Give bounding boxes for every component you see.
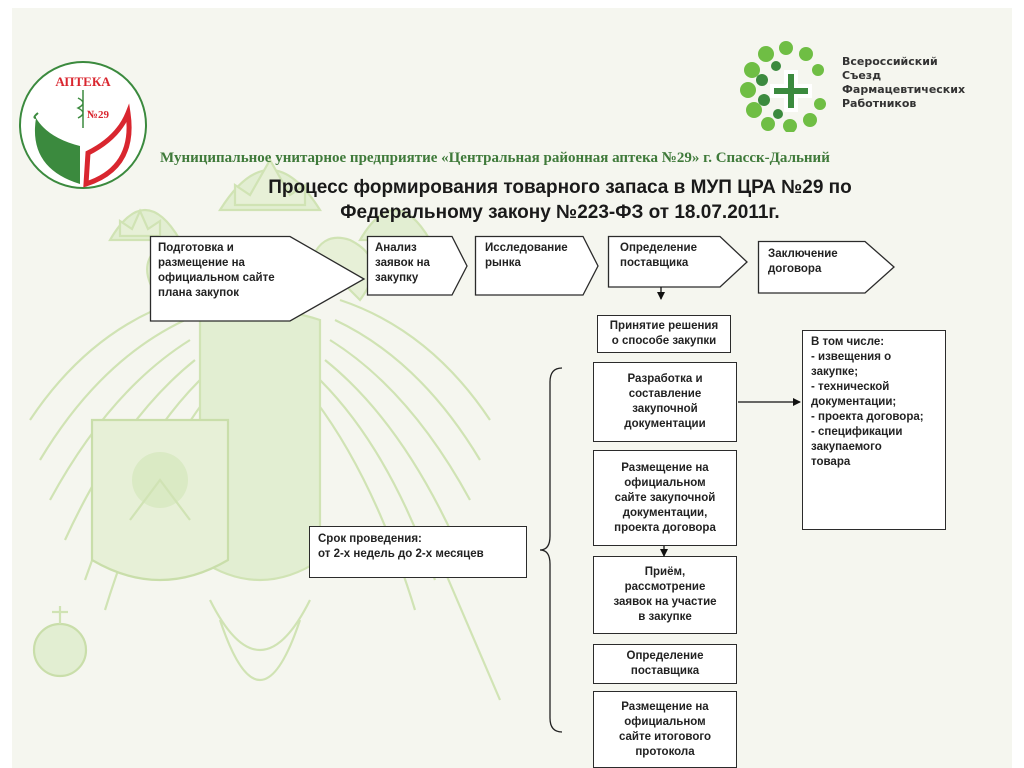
protocol-line-1: Размещение на: [621, 700, 709, 713]
substep-publish-protocol: Размещение на официальном сайте итоговог…: [593, 691, 737, 768]
includes-heading: В том числе:: [811, 336, 885, 348]
congress-line-2: Съезд: [842, 69, 882, 82]
includes-item: закупаемого: [811, 441, 882, 453]
step-market-line-2: рынка: [485, 257, 521, 269]
duration-box: Срок проведения: от 2-х недель до 2-х ме…: [309, 526, 527, 578]
publish-line-3: сайте закупочной: [614, 491, 716, 504]
includes-item: закупке;: [811, 366, 859, 378]
process-step-analysis: Анализ заявок на закупку: [366, 235, 468, 296]
process-step-planning: Подготовка и размещение на официальном с…: [149, 235, 366, 322]
step-market-line-1: Исследование: [485, 242, 568, 254]
congress-line-4: Работников: [842, 97, 917, 110]
supplier-line-2: поставщика: [630, 665, 700, 677]
step-planning-line-3: официальном сайте: [158, 272, 275, 284]
substep-documentation: Разработка и составление закупочной доку…: [593, 362, 737, 442]
docs-line-1: Разработка и: [627, 373, 703, 385]
substep-determine-supplier: Определение поставщика: [593, 644, 737, 684]
apteka-logo-icon: АПТЕКА №29: [19, 61, 147, 189]
step-analysis-line-2: заявок на: [375, 257, 430, 269]
receive-line-4: в закупке: [638, 611, 692, 623]
apteka-logo-number: №29: [87, 109, 110, 121]
protocol-line-3: сайте итогового: [618, 730, 712, 743]
step-planning-line-4: плана закупок: [158, 287, 240, 299]
protocol-line-4: протокола: [635, 745, 695, 758]
includes-item: - технической: [811, 381, 890, 393]
receive-line-1: Приём,: [644, 566, 686, 578]
receive-line-3: заявок на участие: [613, 596, 717, 608]
docs-line-3: закупочной: [632, 403, 698, 415]
publish-line-4: документации,: [622, 506, 708, 519]
page-title: Процесс формирования товарного запаса в …: [200, 175, 920, 225]
includes-item: товара: [811, 456, 851, 468]
includes-item: - проекта договора;: [811, 411, 924, 423]
title-line-1: Процесс формирования товарного запаса в …: [268, 177, 852, 198]
supplier-line-1: Определение: [626, 650, 704, 662]
congress-logo-text: Всероссийский Съезд Фармацевтических Раб…: [842, 55, 965, 111]
publish-line-1: Размещение на: [621, 461, 709, 474]
step-supplier-line-1: Определение: [620, 242, 697, 254]
duration-label: Срок проведения:: [318, 533, 422, 545]
organization-subtitle: Муниципальное унитарное предприятие «Цен…: [160, 150, 830, 166]
congress-line-1: Всероссийский: [842, 55, 938, 68]
decision-line-1: Принятие решения: [609, 320, 719, 332]
step-contract-line-2: договора: [768, 263, 822, 275]
includes-item: документации;: [811, 396, 897, 408]
publish-line-5: проекта договора: [614, 521, 716, 534]
title-line-2: Федеральному закону №223-ФЗ от 18.07.201…: [340, 202, 780, 223]
step-analysis-line-1: Анализ: [375, 242, 417, 254]
decision-line-2: о способе закупки: [611, 335, 717, 347]
process-step-contract: Заключение договора: [757, 240, 895, 294]
step-planning-line-1: Подготовка и: [158, 242, 234, 254]
process-step-market-research: Исследование рынка: [474, 235, 599, 296]
pharmacist-congress-logo-icon: [740, 41, 826, 132]
step-analysis-line-3: закупку: [375, 272, 419, 284]
includes-item: - спецификации: [811, 426, 903, 438]
docs-line-4: документации: [624, 418, 706, 430]
congress-line-3: Фармацевтических: [842, 83, 966, 96]
process-step-supplier: Определение поставщика: [607, 235, 748, 288]
substep-decision: Принятие решения о способе закупки: [597, 315, 731, 353]
receive-line-2: рассмотрение: [624, 581, 706, 593]
apteka-logo-text: АПТЕКА: [55, 74, 111, 89]
publish-line-2: официальном: [624, 476, 706, 489]
duration-value: от 2-х недель до 2-х месяцев: [318, 548, 484, 560]
step-planning-line-2: размещение на: [158, 257, 245, 269]
substep-publish-documentation: Размещение на официальном сайте закупочн…: [593, 450, 737, 546]
docs-line-2: составление: [628, 388, 702, 400]
step-supplier-line-2: поставщика: [620, 257, 689, 269]
includes-item: - извещения о: [811, 351, 892, 363]
protocol-line-2: официальном: [624, 715, 706, 728]
substep-receive-applications: Приём, рассмотрение заявок на участие в …: [593, 556, 737, 634]
step-contract-line-1: Заключение: [768, 248, 838, 260]
includes-box: В том числе: - извещения о закупке; - те…: [802, 330, 946, 530]
